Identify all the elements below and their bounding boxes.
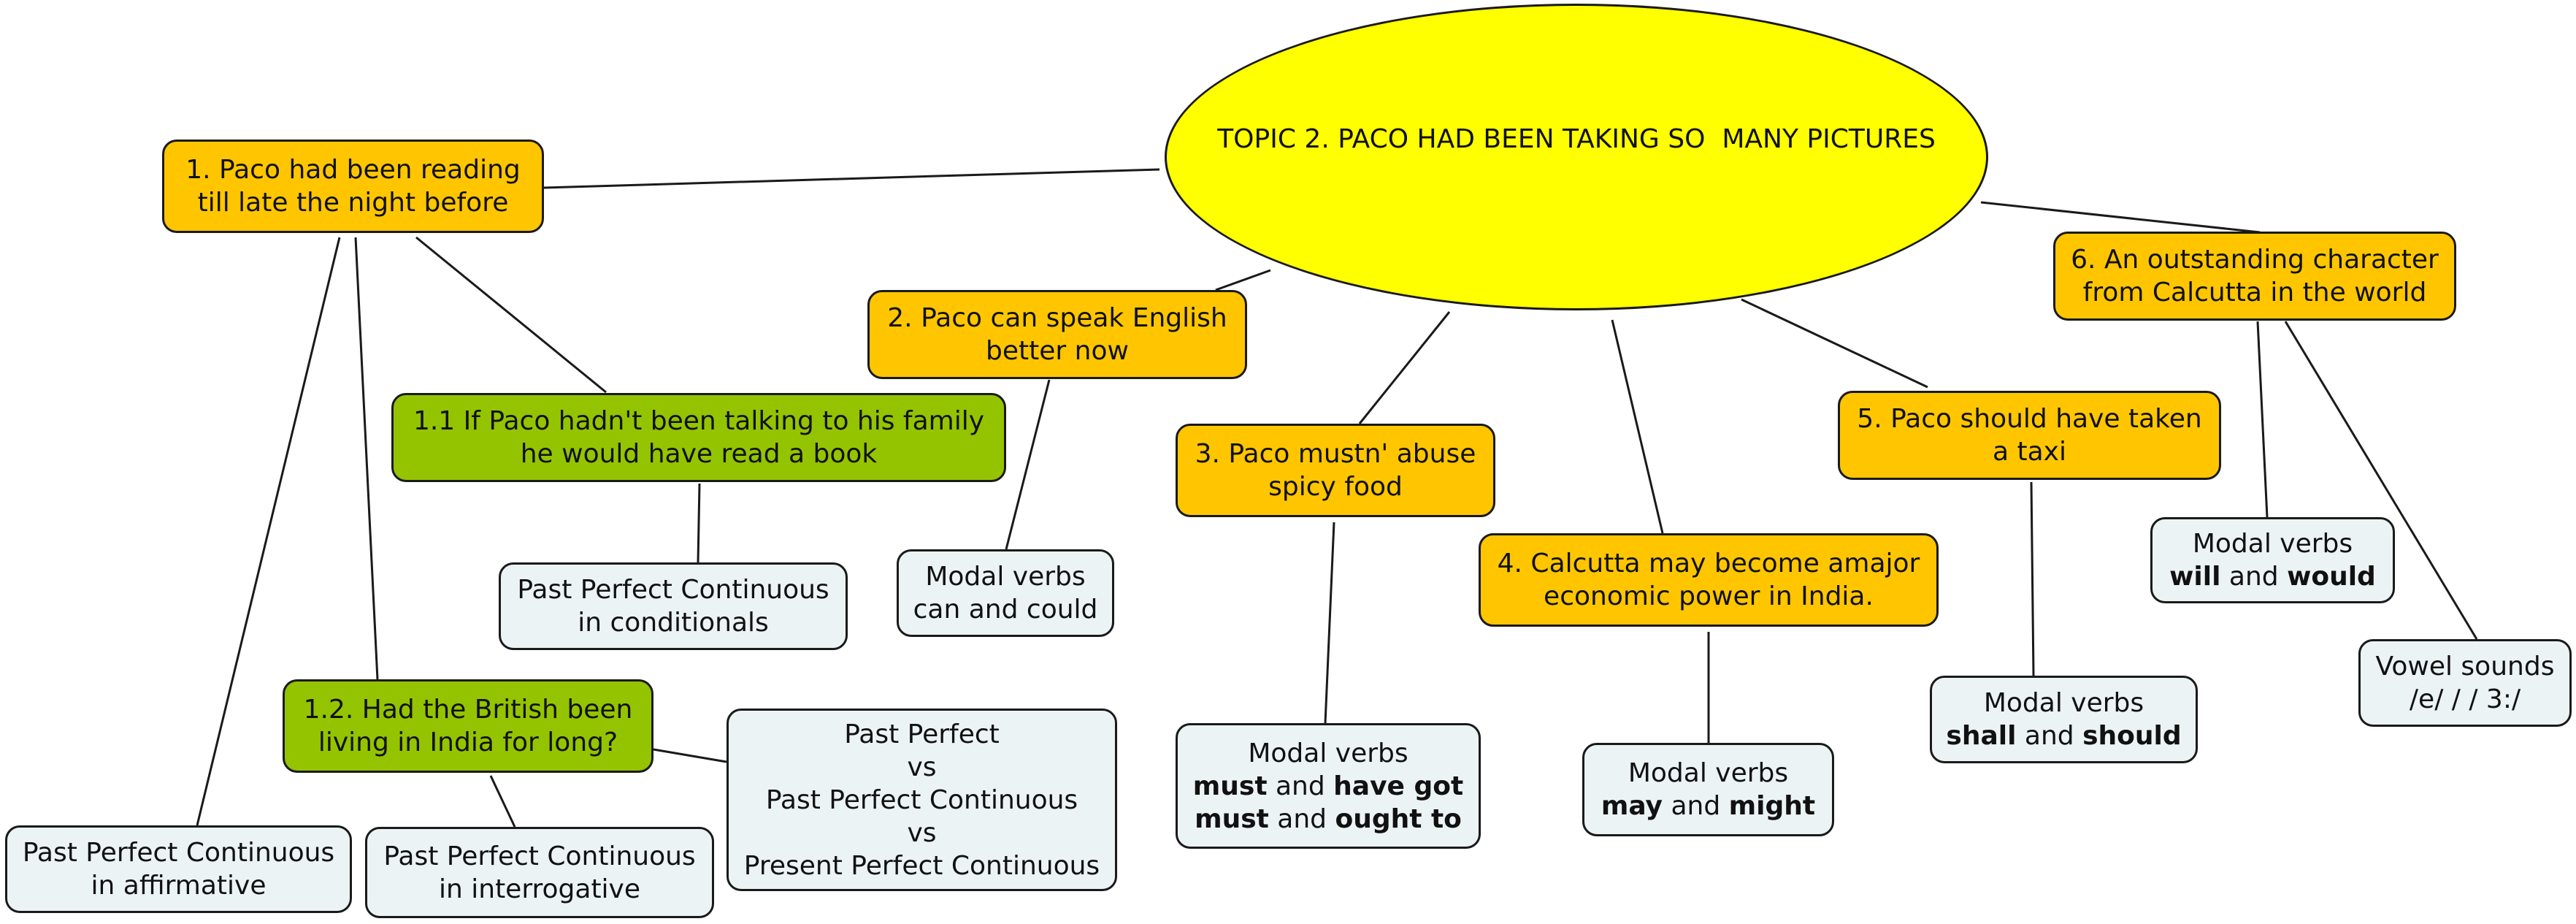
connector-central-n4 [1611, 319, 1664, 534]
leaf-modal-will-would-line-2: will and would [2169, 560, 2376, 593]
leaf-modal-shall-should-line-1: Modal verbs [1983, 688, 2144, 718]
topic-1-line-2: till late the night before [197, 188, 509, 218]
word-should: should [2082, 721, 2182, 751]
connector-central-n2 [1215, 269, 1271, 291]
leaf-ppc-affirmative[interactable]: Past Perfect Continuous in affirmative [5, 825, 352, 913]
leaf-ppc-affirmative-line-1: Past Perfect Continuous [22, 838, 335, 868]
leaf-vowel-sounds[interactable]: Vowel sounds /e/ / / 3:/ [2358, 639, 2572, 727]
subtopic-1-1[interactable]: 1.1 If Paco hadn't been talking to his f… [391, 393, 1006, 482]
connector-n6-vowel [2284, 321, 2478, 640]
leaf-modal-will-would[interactable]: Modal verbs will and would [2150, 517, 2395, 603]
connector-n1-aff [196, 237, 341, 826]
conj-and: and [2220, 562, 2288, 592]
central-topic[interactable]: TOPIC 2. PACO HAD BEEN TAKING SO MANY PI… [1165, 4, 1988, 310]
word-will: will [2169, 562, 2221, 592]
leaf-ppc-conditionals-line-2: in conditionals [578, 608, 769, 638]
topic-2-line-2: better now [986, 336, 1129, 366]
topic-2[interactable]: 2. Paco can speak English better now [867, 290, 1247, 379]
leaf-modal-may-might-line-2: may and might [1601, 790, 1815, 822]
topic-6[interactable]: 6. An outstanding character from Calcutt… [2053, 232, 2456, 321]
subtopic-1-2[interactable]: 1.2. Had the British been living in Indi… [283, 679, 653, 773]
connector-n1_2-int [489, 775, 516, 828]
connector-n1_2-ppvs [653, 748, 727, 763]
leaf-ppc-conditionals[interactable]: Past Perfect Continuous in conditionals [499, 562, 848, 650]
topic-1[interactable]: 1. Paco had been reading till late the n… [162, 140, 544, 233]
topic-2-line-1: 2. Paco can speak English [887, 303, 1227, 333]
conj-and: and [2016, 721, 2083, 751]
conj-and: and [1663, 791, 1729, 821]
connector-n1_1-cond [697, 483, 701, 563]
leaf-modal-may-might[interactable]: Modal verbs may and might [1582, 743, 1834, 836]
leaf-ppc-interrogative-line-2: in interrogative [438, 874, 641, 904]
leaf-modal-shall-should[interactable]: Modal verbs shall and should [1930, 676, 2198, 763]
leaf-modal-must-line-1: Modal verbs [1248, 738, 1408, 768]
conj-and-1: and [1267, 771, 1334, 801]
leaf-modal-can-could-line-1: Modal verbs [925, 562, 1086, 592]
conj-and-2: and [1268, 803, 1335, 834]
topic-5-line-1: 5. Paco should have taken [1857, 404, 2202, 434]
leaf-past-perfect-vs-line-3: Past Perfect Continuous [765, 784, 1078, 815]
word-must-1: must [1192, 771, 1268, 801]
subtopic-1-1-line-1: 1.1 If Paco hadn't been talking to his f… [413, 406, 985, 436]
connector-n2-can [1005, 379, 1051, 550]
topic-5-line-2: a taxi [1993, 437, 2066, 467]
topic-3-line-2: spicy food [1268, 472, 1403, 502]
topic-4[interactable]: 4. Calcutta may become amajor economic p… [1479, 533, 1939, 627]
connector-n3-must [1324, 522, 1335, 724]
leaf-ppc-conditionals-line-1: Past Perfect Continuous [517, 575, 829, 605]
leaf-modal-must[interactable]: Modal verbs must and have got must and o… [1176, 723, 1481, 849]
leaf-ppc-affirmative-line-2: in affirmative [91, 871, 267, 901]
connector-n5-shall [2030, 481, 2035, 676]
leaf-past-perfect-vs[interactable]: Past Perfect vs Past Perfect Continuous … [727, 709, 1117, 891]
leaf-modal-shall-should-line-2: shall and should [1946, 719, 2181, 752]
leaf-past-perfect-vs-line-1: Past Perfect [844, 719, 1000, 749]
connector-central-n6 [1980, 201, 2261, 234]
topic-3-line-1: 3. Paco mustn' abuse [1195, 439, 1476, 469]
word-ought-to: ought to [1335, 803, 1462, 834]
word-shall: shall [1946, 721, 2017, 751]
word-might: might [1728, 791, 1816, 821]
topic-4-line-1: 4. Calcutta may become amajor [1497, 549, 1920, 579]
subtopic-1-1-line-2: he would have read a book [520, 439, 878, 469]
topic-1-line-1: 1. Paco had been reading [185, 155, 521, 185]
leaf-modal-must-line-3: must and ought to [1195, 803, 1462, 836]
connector-n1-n1_2 [354, 237, 379, 680]
subtopic-1-2-line-2: living in India for long? [318, 728, 618, 757]
leaf-modal-can-could[interactable]: Modal verbs can and could [897, 549, 1114, 637]
central-topic-title: TOPIC 2. PACO HAD BEEN TAKING SO MANY PI… [1217, 123, 1936, 154]
connector-central-n5 [1741, 298, 1928, 389]
leaf-modal-may-might-line-1: Modal verbs [1628, 758, 1789, 788]
connector-central-n1 [543, 168, 1160, 189]
leaf-modal-must-line-2: must and have got [1193, 770, 1463, 803]
topic-5[interactable]: 5. Paco should have taken a taxi [1838, 391, 2221, 480]
word-must-2: must [1195, 803, 1269, 834]
connector-n1-n1_1 [415, 236, 607, 394]
topic-6-line-2: from Calcutta in the world [2082, 278, 2427, 308]
word-may: may [1601, 791, 1663, 821]
leaf-modal-will-would-line-1: Modal verbs [2192, 529, 2353, 559]
leaf-past-perfect-vs-line-2: vs [907, 752, 937, 782]
leaf-past-perfect-vs-line-5: Present Perfect Continuous [743, 850, 1100, 881]
leaf-ppc-interrogative-line-1: Past Perfect Continuous [383, 841, 696, 871]
word-have-got: have got [1333, 771, 1464, 801]
topic-4-line-2: economic power in India. [1544, 581, 1874, 611]
subtopic-1-2-line-1: 1.2. Had the British been [303, 695, 633, 725]
connector-n6-will [2256, 321, 2269, 518]
topic-6-line-1: 6. An outstanding character [2071, 245, 2439, 275]
leaf-modal-can-could-line-2: can and could [913, 595, 1098, 625]
leaf-vowel-sounds-line-2: /e/ / / 3:/ [2409, 684, 2521, 714]
leaf-past-perfect-vs-line-4: vs [907, 817, 937, 848]
leaf-vowel-sounds-line-1: Vowel sounds [2375, 652, 2555, 681]
leaf-ppc-interrogative[interactable]: Past Perfect Continuous in interrogative [365, 827, 714, 918]
topic-3[interactable]: 3. Paco mustn' abuse spicy food [1176, 424, 1495, 517]
word-would: would [2287, 562, 2376, 592]
connector-central-n3 [1358, 311, 1451, 424]
